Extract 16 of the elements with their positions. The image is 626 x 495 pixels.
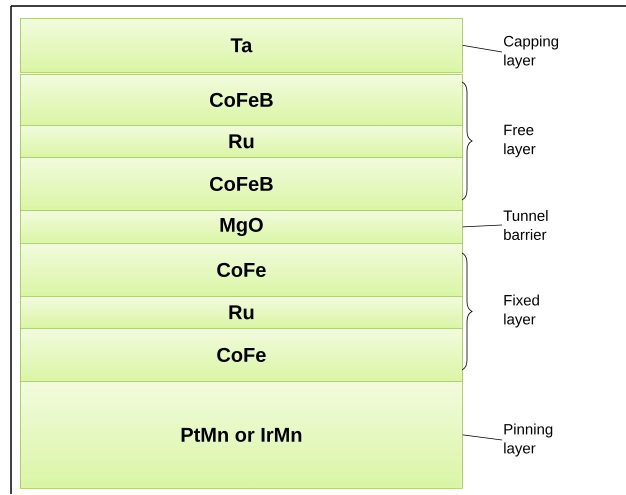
leader-line (462, 45, 502, 52)
layer-box: Ru (20, 125, 463, 158)
layer-label: Pinning layer (504, 424, 552, 456)
layer-box: MgO (20, 210, 463, 244)
leader-line (462, 434, 502, 440)
layer-box: CoFeB (20, 157, 463, 211)
leader-line (462, 224, 502, 228)
layer-label: Capping layer (504, 36, 558, 68)
layer-box: CoFe (20, 243, 463, 297)
layer-box: CoFeB (20, 74, 463, 126)
layer-label: Fixed layer (504, 294, 539, 328)
layer-label: Free layer (504, 124, 536, 158)
layer-box: Ru (20, 296, 463, 329)
layer-box: Ta (20, 18, 463, 73)
layer-label: Tunnel barrier (504, 210, 548, 240)
layer-box: CoFe (20, 328, 463, 382)
